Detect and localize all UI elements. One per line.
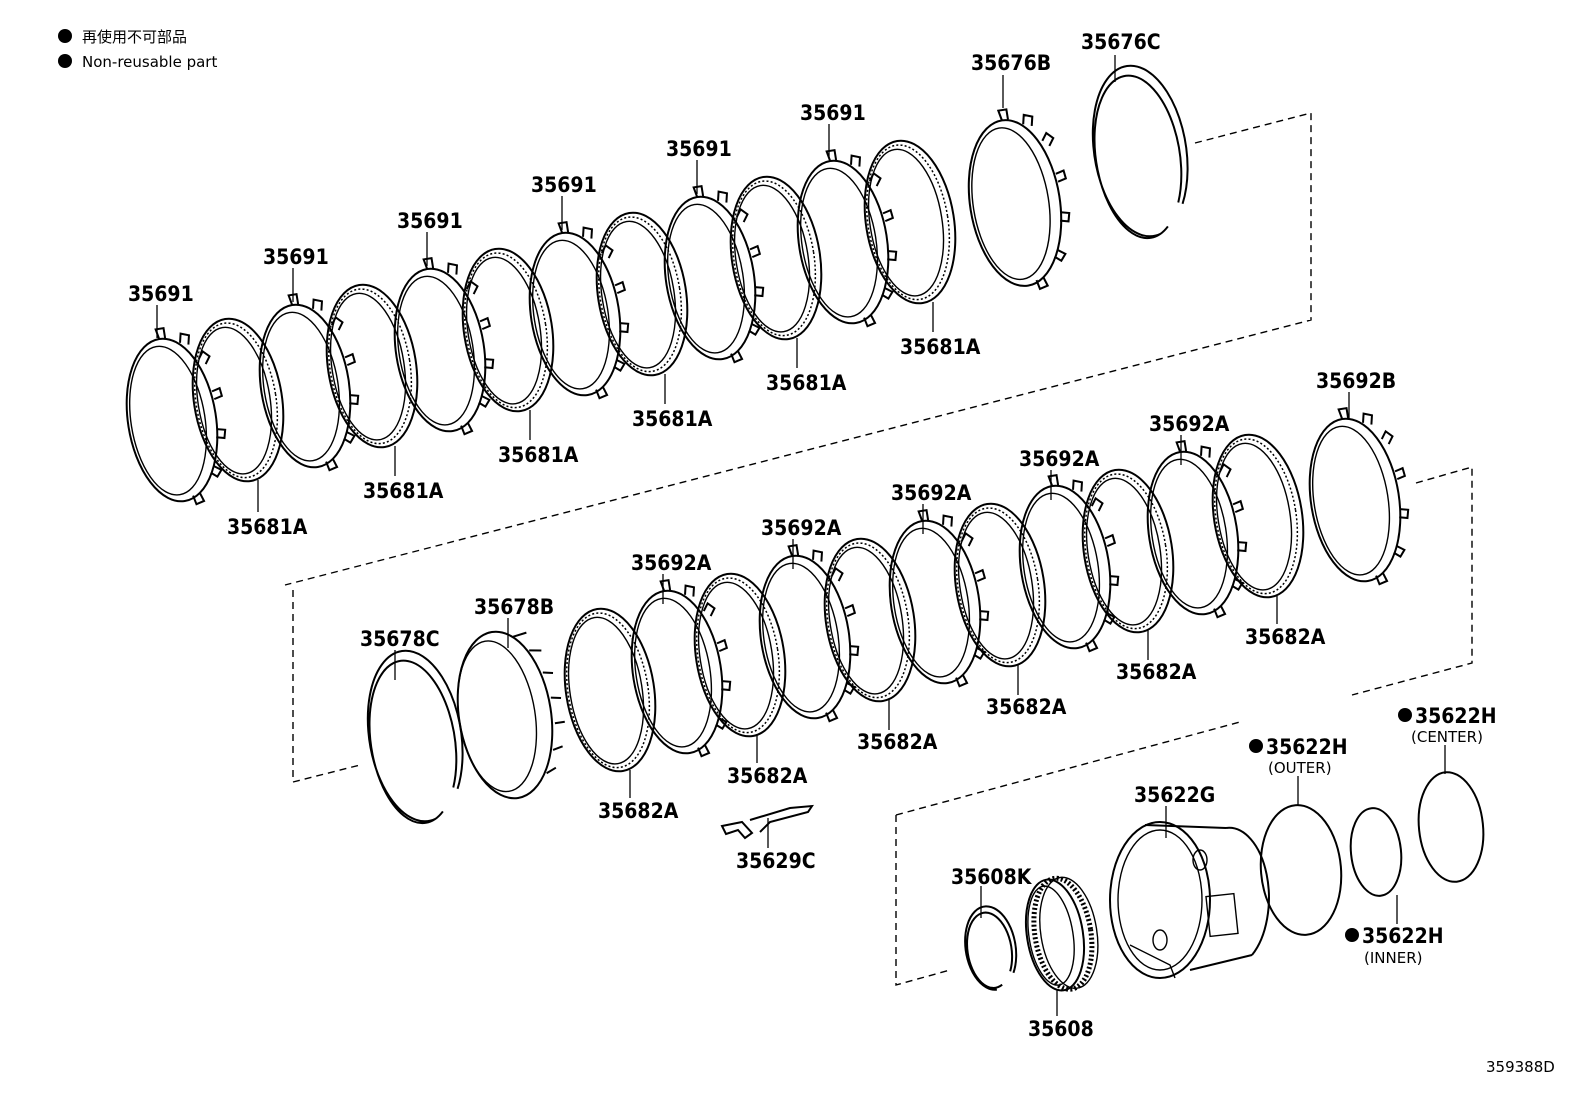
o-ring-35622H-outer (1259, 804, 1343, 936)
pressure-plate-35676B (954, 100, 1084, 299)
steel-plate-35692A (1006, 466, 1132, 661)
label-35692A: 35692A (1019, 447, 1100, 471)
snap-ring-35608K (964, 905, 1018, 991)
legend-english: Non-reusable part (82, 53, 217, 71)
label-35692A: 35692A (891, 481, 972, 505)
label-35691: 35691 (666, 137, 732, 161)
label-35682A: 35682A (857, 730, 938, 754)
steel-plate-35691 (516, 213, 642, 408)
label-inner-sub: (INNER) (1364, 949, 1422, 967)
label-35681A: 35681A (900, 335, 981, 359)
legend: 再使用不可部品 Non-reusable part (58, 28, 217, 71)
non-reusable-dot-icon (58, 54, 72, 68)
friction-disc-35681A (180, 311, 296, 489)
upper-clutch-pack: 35691 35691 35691 35691 35691 35691 3567… (113, 30, 1312, 586)
spring-35629C (720, 804, 814, 840)
friction-disc-35681A (718, 169, 834, 347)
non-reusable-dot-icon (1345, 928, 1359, 942)
steel-plate-35692A (746, 536, 872, 731)
non-reusable-dot-icon (58, 29, 72, 43)
o-ring-35622H-inner (1349, 807, 1403, 897)
friction-disc-35682A (1200, 427, 1316, 605)
label-35691: 35691 (531, 173, 597, 197)
non-reusable-dot-icon (1398, 708, 1412, 722)
label-35692A: 35692A (631, 551, 712, 575)
label-35608K: 35608K (951, 865, 1033, 889)
label-35681A: 35681A (498, 443, 579, 467)
friction-disc-35681A (584, 205, 700, 383)
label-35692B: 35692B (1316, 369, 1396, 393)
plate-35692B (1296, 399, 1422, 594)
friction-disc-35682A (682, 566, 798, 744)
steel-plate-35691 (113, 319, 239, 514)
label-35681A: 35681A (766, 371, 847, 395)
snap-ring-35676C (1080, 57, 1201, 246)
label-outer-sub: (OUTER) (1268, 759, 1332, 777)
label-35622H-inner: 35622H (1362, 924, 1444, 948)
snap-ring-35678C (355, 642, 476, 831)
label-35678B: 35678B (474, 595, 554, 619)
steel-plate-35692A (1134, 432, 1260, 627)
label-35681A: 35681A (227, 515, 308, 539)
label-35692A: 35692A (761, 516, 842, 540)
label-35681A: 35681A (632, 407, 713, 431)
label-35691: 35691 (397, 209, 463, 233)
figure-id: 359388D (1486, 1058, 1555, 1076)
label-35681A: 35681A (363, 479, 444, 503)
label-35691: 35691 (128, 282, 194, 306)
label-35682A: 35682A (727, 764, 808, 788)
label-35676C: 35676C (1081, 30, 1161, 54)
label-center-sub: (CENTER) (1411, 728, 1483, 746)
label-35682A: 35682A (1116, 660, 1197, 684)
steel-plate-35691 (784, 141, 910, 336)
label-35682A: 35682A (986, 695, 1067, 719)
label-35622G: 35622G (1134, 783, 1215, 807)
label-35608: 35608 (1028, 1017, 1094, 1041)
steel-plate-35691 (246, 285, 372, 480)
friction-disc-35681A (314, 277, 430, 455)
label-35691: 35691 (800, 101, 866, 125)
label-35692A: 35692A (1149, 412, 1230, 436)
middle-clutch-pack: 35678C 35678B 35692A 35692A 35692A 35692… (292, 369, 1473, 873)
friction-disc-35681A (450, 241, 566, 419)
label-35676B: 35676B (971, 51, 1051, 75)
plate-35678B (456, 630, 565, 800)
friction-disc-35682A (812, 531, 928, 709)
friction-disc-35682A (1070, 462, 1186, 640)
legend-japanese: 再使用不可部品 (82, 28, 187, 46)
drum-35622G (1109, 821, 1270, 979)
label-35622H-outer: 35622H (1266, 735, 1348, 759)
label-35682A: 35682A (598, 799, 679, 823)
one-way-clutch-35608 (1024, 875, 1099, 992)
friction-disc-35681A (852, 133, 968, 311)
label-35682A: 35682A (1245, 625, 1326, 649)
label-35691: 35691 (263, 245, 329, 269)
label-35678C: 35678C (360, 627, 440, 651)
steel-plate-35692A (876, 501, 1002, 696)
label-35629C: 35629C (736, 849, 816, 873)
lower-group: 35608K 35608 35622G 35622H (OUTER) 35622… (895, 704, 1497, 1041)
o-ring-35622H-center (1417, 771, 1485, 883)
friction-disc-35682A (552, 601, 668, 779)
label-35622H-center: 35622H (1415, 704, 1497, 728)
non-reusable-dot-icon (1249, 739, 1263, 753)
friction-disc-35682A (942, 496, 1058, 674)
